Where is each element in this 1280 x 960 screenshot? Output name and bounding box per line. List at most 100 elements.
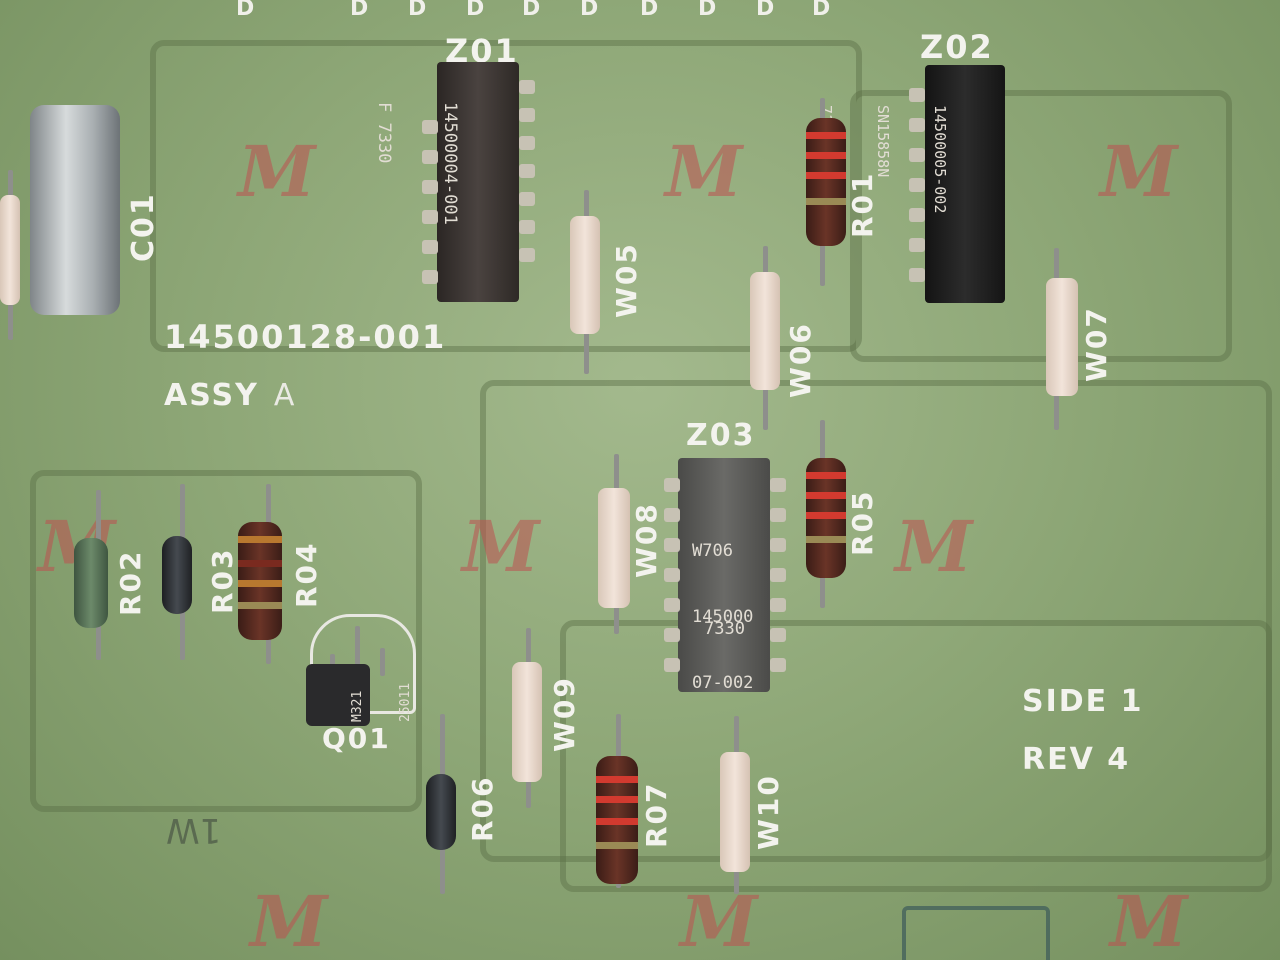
- w07-label: W07: [1080, 306, 1113, 382]
- q01-marking-line: M321: [350, 690, 365, 722]
- ic-pin: [664, 508, 680, 522]
- wire-w05: [570, 216, 600, 334]
- r02-label: R02: [114, 549, 147, 616]
- assembly-rev-letter: A: [273, 378, 295, 413]
- ic-pin: [422, 240, 438, 254]
- revision-label: REV 4: [1022, 742, 1131, 777]
- c01-label: C01: [126, 192, 161, 262]
- ic-pin: [909, 178, 925, 192]
- edge-letter: D: [236, 0, 255, 21]
- ic-pin: [909, 208, 925, 222]
- resistor-r03: [162, 536, 192, 614]
- edge-letter: D: [756, 0, 775, 21]
- ic-pin: [770, 508, 786, 522]
- z03-marking-line: 07-002: [692, 673, 754, 693]
- ic-pin: [519, 220, 535, 234]
- ic-pin: [664, 598, 680, 612]
- ic-pin: [909, 148, 925, 162]
- w09-label: W09: [548, 676, 581, 752]
- ic-pin: [519, 108, 535, 122]
- edge-letter: D: [580, 0, 599, 21]
- z01-marking-line: 14500004-001: [440, 102, 460, 225]
- w06-label: W06: [784, 322, 817, 398]
- ic-pin: [909, 88, 925, 102]
- capacitor-c01: [30, 105, 120, 315]
- edge-letter: D: [408, 0, 427, 21]
- ic-pin: [664, 628, 680, 642]
- z01-marking: 14500004-001 F 7330: [329, 102, 505, 225]
- resistor-r05: [806, 458, 846, 578]
- ic-pin: [770, 568, 786, 582]
- ic-pin: [770, 478, 786, 492]
- z03-label: Z03: [686, 418, 756, 453]
- partial-logo-box: [902, 906, 1050, 960]
- resistor-r07: [596, 756, 638, 884]
- edge-letter: D: [698, 0, 717, 21]
- manufacturer-logo: M: [895, 505, 973, 588]
- edge-letter: D: [812, 0, 831, 21]
- r05-label: R05: [846, 489, 879, 556]
- board-part-number: 14500128-001: [164, 318, 447, 356]
- q01-marking-line: 25011: [398, 682, 413, 722]
- transistor-q01: M321 25011: [306, 664, 413, 726]
- trace: [560, 620, 1272, 892]
- z02-label: Z02: [920, 28, 994, 66]
- trace: [850, 90, 1232, 362]
- ic-pin: [519, 248, 535, 262]
- edge-letter: D: [522, 0, 541, 21]
- ic-pin: [770, 658, 786, 672]
- ic-pin: [664, 568, 680, 582]
- etched-marking: 1W: [166, 810, 222, 850]
- ic-z02: 14500005-002 SN15858N 7139: [817, 65, 1005, 303]
- trace: [150, 40, 862, 352]
- edge-letter: D: [640, 0, 659, 21]
- ic-pin: [664, 658, 680, 672]
- manufacturer-logo: M: [1100, 130, 1178, 213]
- assembly-label: ASSY A: [164, 378, 294, 413]
- resistor-r06: [426, 774, 456, 850]
- side-label: SIDE 1: [1022, 684, 1144, 719]
- transistor-lead: [380, 648, 385, 676]
- z01-marking-line: F 7330: [374, 102, 394, 164]
- w05-label: W05: [610, 242, 643, 318]
- wire-w07: [1046, 278, 1078, 396]
- z03-marking-line: 145000: [692, 607, 754, 627]
- resistor-r01: [806, 118, 846, 246]
- ic-pin: [519, 136, 535, 150]
- manufacturer-logo: M: [238, 130, 316, 213]
- wire-w10: [720, 752, 750, 872]
- ic-pin: [770, 598, 786, 612]
- resistor-r04: [238, 522, 282, 640]
- z03-datecode: 7330: [704, 619, 745, 639]
- ic-pin: [422, 210, 438, 224]
- manufacturer-logo: M: [462, 505, 540, 588]
- ic-pin: [909, 268, 925, 282]
- q01-marking: M321 25011: [318, 675, 446, 722]
- ic-pin: [422, 120, 438, 134]
- q01-label: Q01: [322, 722, 391, 755]
- z02-marking-line: 14500005-002: [931, 105, 949, 214]
- w08-label: W08: [630, 502, 663, 578]
- ic-pin: [422, 270, 438, 284]
- ic-z03: W706 145000 07-002 7330: [678, 458, 770, 693]
- trace: [30, 470, 422, 812]
- ic-pin: [770, 628, 786, 642]
- edge-letter: D: [350, 0, 369, 21]
- wire-w06: [750, 272, 780, 390]
- manufacturer-logo: M: [665, 130, 743, 213]
- r06-label: R06: [466, 775, 499, 842]
- z03-marking-line: W706: [692, 541, 733, 561]
- manufacturer-logo: M: [680, 880, 758, 960]
- ic-pin: [519, 164, 535, 178]
- ic-pin: [770, 538, 786, 552]
- wire-w08: [598, 488, 630, 608]
- ic-pin: [909, 238, 925, 252]
- r07-label: R07: [640, 781, 673, 848]
- w10-label: W10: [752, 774, 785, 850]
- trace: [480, 380, 1272, 862]
- r04-label: R04: [290, 541, 323, 608]
- transistor-lead: [355, 626, 360, 674]
- assembly-text: ASSY: [164, 378, 259, 413]
- ic-z01: 14500004-001 F 7330: [374, 62, 519, 302]
